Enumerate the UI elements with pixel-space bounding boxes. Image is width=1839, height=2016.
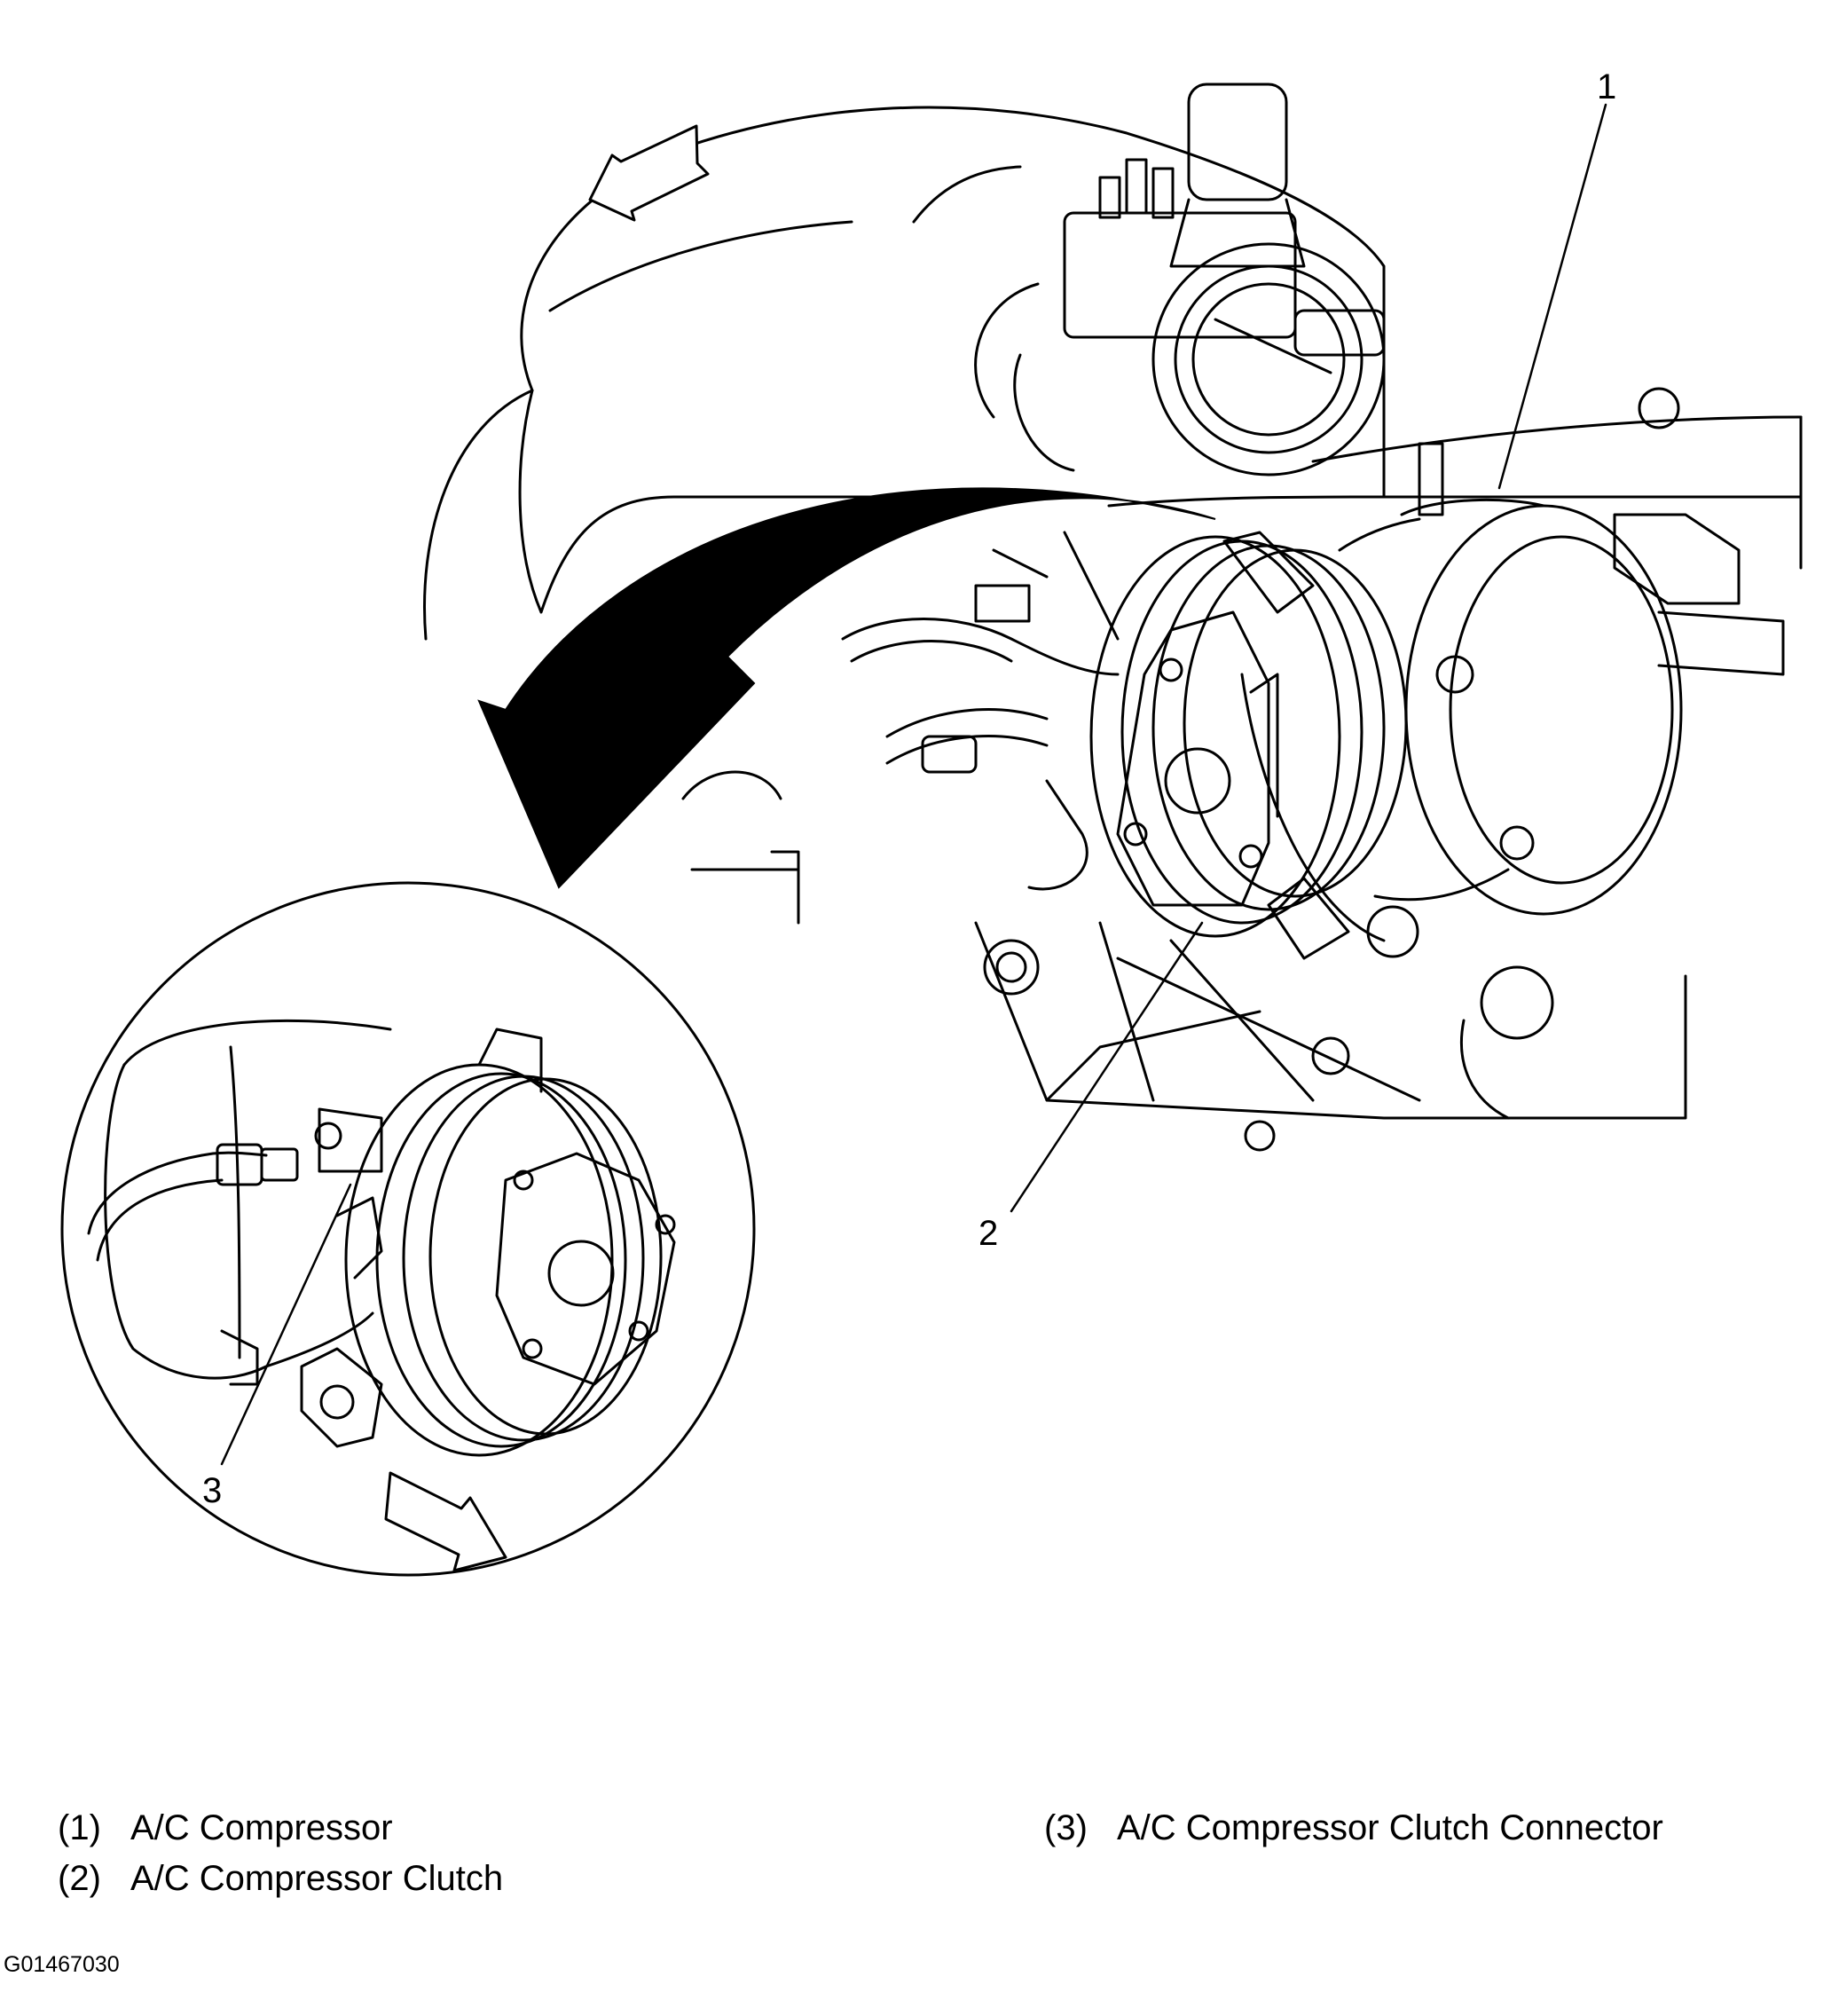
wiring-harness — [841, 531, 1120, 891]
legend-number: (3) — [1044, 1808, 1088, 1847]
intake-manifold — [423, 106, 1386, 641]
legend-label: A/C Compressor Clutch Connector — [1117, 1808, 1663, 1847]
legend-label: A/C Compressor Clutch — [130, 1859, 504, 1898]
callout-1: 1 — [1597, 67, 1617, 106]
ac-compressor-clutch — [1089, 535, 1408, 938]
legend-number: (2) — [58, 1859, 101, 1898]
callout-3: 3 — [202, 1471, 223, 1510]
inset-detail-circle — [60, 881, 756, 1577]
leader-lines — [220, 103, 1607, 1466]
figure-id: G01467030 — [4, 1952, 120, 1977]
leader-line-3 — [220, 1183, 352, 1466]
engine-block — [681, 770, 1687, 1152]
hollow-arrow-icon-inset — [384, 1471, 507, 1572]
valve-cover — [1311, 387, 1803, 676]
hollow-arrow-icon-top — [588, 124, 710, 222]
ac-compressor — [1222, 498, 1683, 960]
leader-line-2 — [1010, 921, 1204, 1213]
solid-curved-arrow-icon — [477, 487, 1216, 889]
connector-wire — [87, 1151, 268, 1235]
legend-item-3: (3) A/C Compressor Clutch Connector — [1044, 1807, 1663, 1848]
legend-label: A/C Compressor — [130, 1808, 393, 1847]
legend-item-1: (1) A/C Compressor — [58, 1807, 393, 1848]
leader-line-1 — [1497, 103, 1607, 490]
legend-number: (1) — [58, 1808, 101, 1847]
ac-compressor-clutch-connector — [216, 1143, 263, 1186]
callout-2: 2 — [978, 1214, 999, 1253]
throttle-body — [974, 83, 1386, 476]
legend-item-2: (2) A/C Compressor Clutch — [58, 1858, 503, 1899]
